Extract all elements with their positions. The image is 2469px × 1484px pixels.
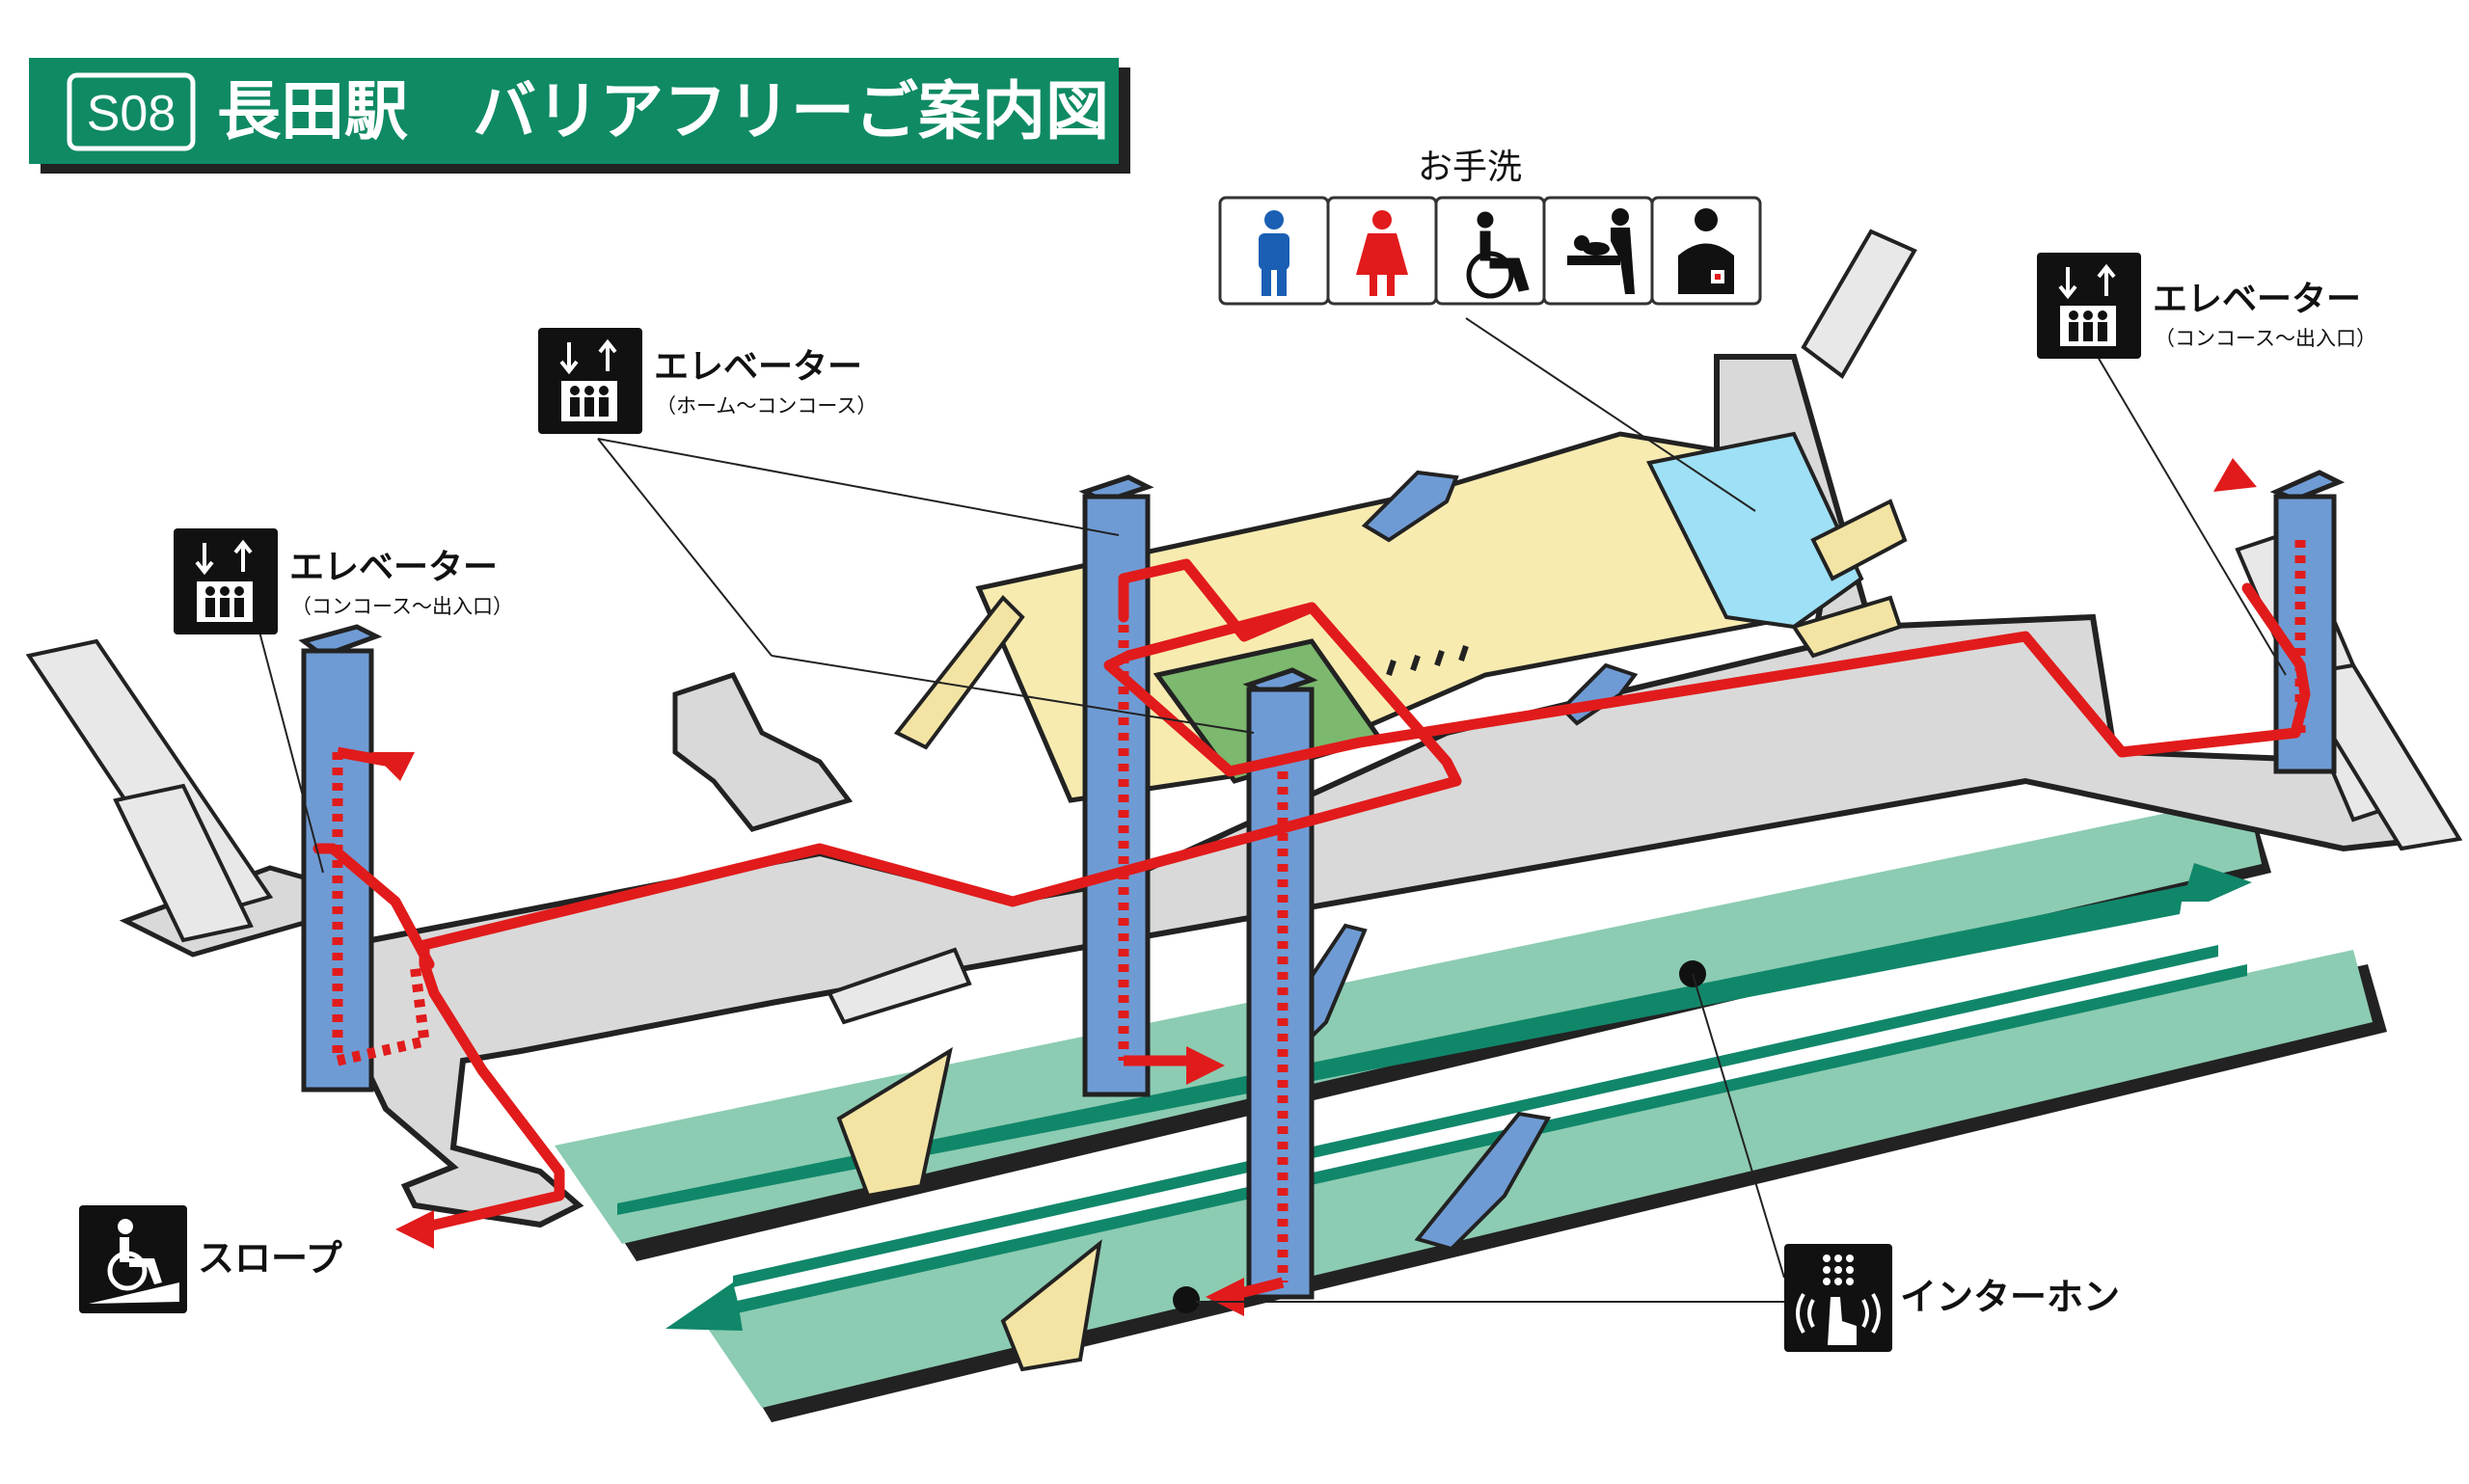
station-code-badge: [67, 72, 196, 151]
slope-icon: [79, 1205, 187, 1313]
toilet-label: お手洗: [1418, 148, 1522, 187]
slope-label: スロープ: [198, 1237, 342, 1280]
elevator-sublabel: （ホーム～コンコース）: [656, 394, 877, 418]
callout-elevator-left: エレベーター （コンコース～出入口）: [174, 528, 513, 634]
elevator-label: エレベーター: [289, 548, 498, 587]
station-name: 長田駅: [217, 74, 408, 148]
callout-elevator-right: エレベーター （コンコース～出入口）: [2037, 253, 2376, 359]
intercom-label: インターホン: [1900, 1276, 2120, 1318]
elevator-column-right: [2269, 470, 2346, 774]
track-arrow-upper: [617, 863, 2252, 1215]
toilet-callout: お手洗: [1218, 148, 1762, 306]
elevator-icon: [2037, 253, 2141, 359]
elevator-column-home-1: [1078, 474, 1154, 1097]
toilet-area: [1646, 431, 1864, 630]
elevators: [298, 470, 2346, 1300]
station-code: S08: [87, 86, 176, 142]
route-dotted: [332, 540, 2306, 1282]
page-title: バリアフリーご案内図: [473, 74, 1109, 148]
intercom-icon: [1784, 1244, 1892, 1352]
elevator-icon: [538, 328, 642, 434]
elevator-sublabel: （コンコース～出入口）: [2155, 327, 2376, 350]
elevator-icon: [174, 528, 278, 634]
intercom-dot-lower: [1173, 1286, 1200, 1313]
route-extra-lines: [337, 746, 1285, 1303]
ticket-gates: [1386, 645, 1469, 676]
elevator-label: エレベーター: [2153, 280, 2361, 319]
callout-elevator-home: エレベーター （ホーム～コンコース）: [538, 328, 877, 434]
title-banner: S08 長田駅 バリアフリーご案内図: [29, 58, 1130, 174]
track-arrow-lower: [665, 945, 2247, 1331]
callout-intercom: インターホン: [1784, 1244, 2120, 1352]
elevator-sublabel: （コンコース～出入口）: [291, 595, 513, 618]
leader-lines: [255, 317, 2287, 1303]
platforms: [555, 796, 2387, 1422]
callout-slope: スロープ: [79, 1205, 342, 1313]
elevator-label: エレベーター: [654, 347, 862, 387]
